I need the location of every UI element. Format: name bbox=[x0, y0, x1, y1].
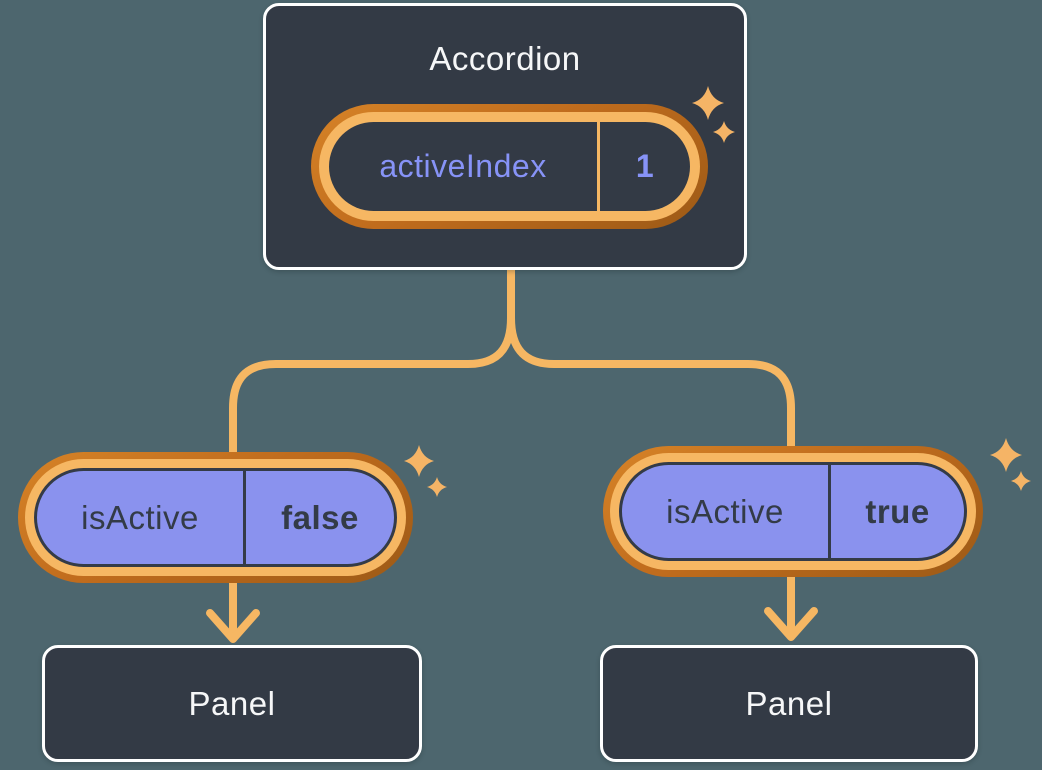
state-value: true bbox=[865, 492, 930, 530]
accordion-component-box: Accordion activeIndex 1 bbox=[263, 3, 747, 270]
panel-component-box-right: Panel bbox=[600, 645, 978, 762]
state-pill: activeIndex 1 bbox=[311, 104, 708, 229]
tree-connector-right bbox=[507, 268, 795, 636]
state-pill-ring: isActive true bbox=[610, 453, 976, 570]
arrow-down-icon bbox=[764, 607, 818, 641]
state-name: isActive bbox=[666, 492, 784, 530]
component-title: Accordion bbox=[429, 40, 581, 77]
component-title: Panel bbox=[745, 684, 833, 722]
state-name: activeIndex bbox=[379, 148, 547, 184]
state-value: 1 bbox=[635, 148, 655, 184]
child-state-pill-left: isActive false bbox=[18, 452, 413, 583]
component-title: Panel bbox=[188, 684, 276, 722]
arrow-down-icon bbox=[206, 609, 260, 643]
state-pill-body: isActive true bbox=[619, 462, 967, 561]
pill-divider bbox=[828, 465, 831, 558]
state-pill-body: activeIndex 1 bbox=[329, 122, 690, 211]
pill-divider bbox=[597, 122, 600, 211]
panel-component-box-left: Panel bbox=[42, 645, 422, 762]
state-pill-ring: isActive false bbox=[25, 459, 406, 576]
state-pill-ring: activeIndex 1 bbox=[319, 112, 700, 221]
tree-connector-left bbox=[229, 268, 515, 638]
pill-divider bbox=[243, 471, 246, 564]
child-state-pill-right: isActive true bbox=[603, 446, 983, 577]
state-value: false bbox=[281, 498, 359, 536]
state-name: isActive bbox=[81, 498, 199, 536]
state-pill-body: isActive false bbox=[34, 468, 397, 567]
